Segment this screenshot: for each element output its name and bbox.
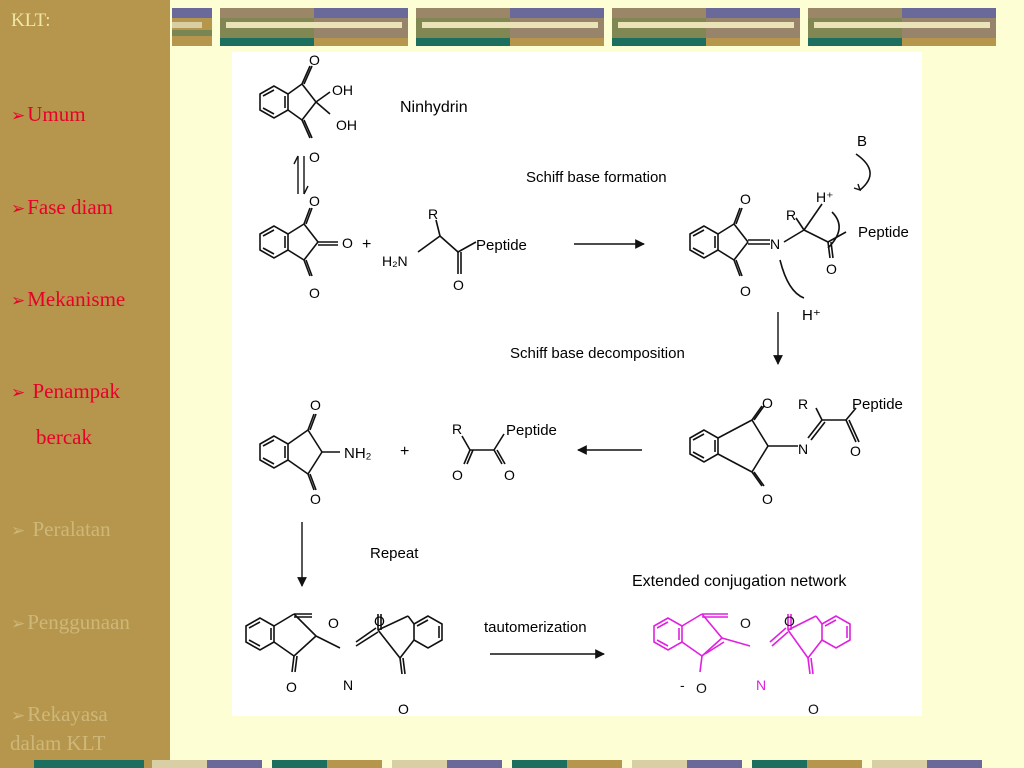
bullet-arrow-icon: ➢ (11, 291, 26, 310)
nav-label: Umum (27, 102, 86, 126)
atom-label: O (309, 149, 320, 165)
bullet-arrow-icon: ➢ (11, 383, 26, 402)
atom-label: O (762, 395, 773, 411)
banner-decoration (416, 8, 604, 46)
ninhydrin-reaction-diagram: O OH OH O Ninhydrin O O O + R H₂N Peptid… (232, 52, 922, 716)
atom-label: Peptide (476, 237, 527, 254)
nav-label-line2: bercak (36, 425, 92, 449)
atom-label: O (286, 679, 297, 695)
triketone-structure (259, 207, 338, 277)
nav-item-mekanisme[interactable]: ➢Mekanisme (11, 289, 125, 310)
atom-label: O (310, 491, 321, 507)
ninhydrin-structure (259, 65, 331, 139)
atom-label: Peptide (858, 224, 909, 241)
plus-sign: + (362, 236, 371, 253)
atom-label: R (452, 421, 462, 437)
atom-label: NH₂ (344, 445, 372, 462)
atom-label: O (850, 443, 861, 459)
atom-label: O (309, 285, 320, 301)
curved-arrow-icon (853, 183, 862, 192)
bullet-arrow-icon: ➢ (11, 106, 26, 125)
atom-label: OH (332, 82, 353, 98)
atom-label: O (826, 261, 837, 277)
nav-item-rekayasa-klt[interactable]: ➢Rekayasa dalam KLT (10, 702, 108, 755)
plus-sign: + (400, 443, 409, 460)
schiff-decomposition-label: Schiff base decomposition (510, 345, 685, 362)
bottom-strip-decoration (34, 760, 982, 768)
atom-label: R (786, 207, 796, 223)
tautomerization-label: tautomerization (484, 619, 587, 636)
amino-peptide-structure (417, 219, 477, 274)
nav-label: Penggunaan (27, 610, 130, 634)
nav-label: Fase diam (27, 195, 113, 219)
atom-label: O (309, 193, 320, 209)
atom-label: O (740, 191, 751, 207)
atom-label: OH (336, 117, 357, 133)
atom-label: O (453, 277, 464, 293)
atom-label: O (398, 701, 409, 716)
atom-label: O (342, 235, 353, 251)
atom-label: O (740, 283, 751, 299)
banner-decoration (220, 8, 408, 46)
atom-label: Peptide (506, 422, 557, 439)
atom-label: H₂N (382, 253, 408, 269)
repeat-label: Repeat (370, 545, 419, 562)
atom-label: B (857, 133, 867, 150)
schiff-formation-label: Schiff base formation (526, 169, 667, 186)
minus-sign: - (680, 677, 685, 693)
atom-label: N (770, 236, 780, 252)
nav-item-penampak-bercak[interactable]: ➢ Penampak bercak (11, 381, 120, 448)
atom-label: O (309, 52, 320, 68)
atom-label: Peptide (852, 396, 903, 413)
imine-intermediate-structure (689, 405, 860, 487)
atom-label: O (504, 467, 515, 483)
banner-decoration (612, 8, 800, 46)
ninhydrin-label: Ninhydrin (400, 99, 468, 116)
nav-label: Penampak (32, 379, 120, 403)
bullet-arrow-icon: ➢ (11, 614, 26, 633)
atom-label: O (696, 680, 707, 696)
banner-decoration (808, 8, 996, 46)
atom-label: N (756, 677, 766, 693)
nav-label-line2: dalam KLT (10, 731, 106, 755)
nav-item-fase-diam[interactable]: ➢Fase diam (11, 197, 113, 218)
nav-label: Rekayasa (27, 702, 108, 726)
slide-title: KLT: (11, 10, 51, 31)
atom-label: H⁺ (802, 307, 821, 324)
atom-label: O (808, 701, 819, 716)
sidebar: KLT: ➢Umum ➢Fase diam ➢Mekanisme ➢ Penam… (0, 0, 170, 768)
atom-label: N (343, 677, 353, 693)
nav-item-penggunaan[interactable]: ➢Penggunaan (11, 612, 130, 633)
equilibrium-arrow-icon (293, 155, 309, 195)
keto-aldehyde-structure (461, 433, 506, 465)
atom-label: N (798, 441, 808, 457)
bullet-arrow-icon: ➢ (11, 199, 26, 218)
atom-label: O (374, 613, 385, 629)
banner-decoration (172, 8, 212, 46)
nav-item-peralatan[interactable]: ➢ Peralatan (11, 519, 111, 540)
ruhemanns-purple-structure (653, 613, 851, 675)
atom-label: R (798, 396, 808, 412)
atom-label: O (784, 613, 795, 629)
nav-label: Peralatan (32, 517, 111, 541)
amino-indandione-structure (259, 413, 340, 491)
nav-item-umum[interactable]: ➢Umum (11, 104, 86, 125)
bullet-arrow-icon: ➢ (11, 521, 26, 540)
atom-label: H⁺ (816, 189, 834, 205)
atom-label: O (762, 491, 773, 507)
atom-label: O (740, 615, 751, 631)
atom-label: O (310, 397, 321, 413)
atom-label: O (328, 615, 339, 631)
bullet-arrow-icon: ➢ (11, 706, 26, 725)
extended-conjugation-label: Extended conjugation network (632, 573, 847, 590)
atom-label: O (452, 467, 463, 483)
atom-label: R (428, 206, 438, 222)
diketohydrindylidene-structure (245, 613, 443, 675)
schiff-base-structure (689, 153, 871, 299)
nav-label: Mekanisme (27, 287, 126, 311)
